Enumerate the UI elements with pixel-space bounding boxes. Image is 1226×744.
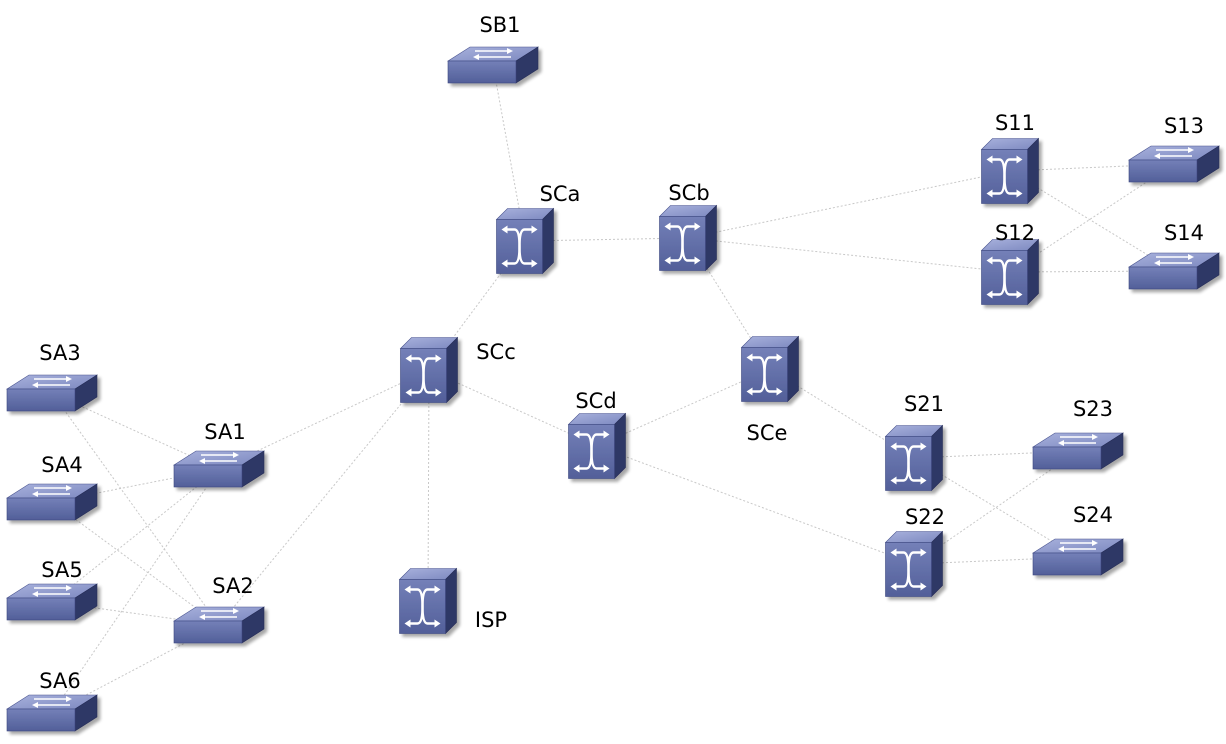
workgroup-switch-icon [1031,538,1125,576]
node-label: S12 [995,221,1035,245]
node-scd: SCd [567,389,627,480]
node-s14: S14 [1127,221,1221,290]
link-scd-s22 [596,445,915,565]
node-sa6: SA6 [5,669,99,732]
layer2-switch-icon [980,137,1040,205]
node-label: SCc [476,340,516,364]
node-label: SA2 [212,574,253,598]
node-label: S22 [905,505,945,529]
node-s24: S24 [1031,503,1125,576]
link-scb-s12 [687,237,1011,273]
node-label: S14 [1164,221,1204,245]
node-label: SA4 [41,453,82,477]
layer2-switch-icon [658,204,718,272]
node-sa2: SA2 [172,574,266,644]
workgroup-switch-icon [5,583,99,621]
workgroup-switch-icon [5,694,99,732]
workgroup-switch-icon [1031,432,1125,470]
layer2-switch-icon [884,424,944,492]
node-sce: SCe [740,335,800,445]
workgroup-switch-icon [172,450,266,488]
layer2-switch-icon [398,567,458,635]
layer2-switch-icon [884,530,944,598]
link-sce-scd [596,368,771,447]
node-sa3: SA3 [5,341,99,412]
workgroup-switch-icon [172,606,266,644]
link-sa1-sa6 [51,468,220,714]
link-scb-s11 [687,170,1011,239]
node-s12: S12 [980,221,1040,306]
node-s21: S21 [884,392,944,492]
layer2-switch-icon [980,238,1040,306]
link-sca-scc [428,240,526,371]
node-isp: ISP [398,567,507,635]
node-sa4: SA4 [5,453,99,521]
node-s22: S22 [884,505,945,598]
node-label: SCe [747,421,788,445]
node-label: SA1 [204,420,245,444]
link-sa2-sa4 [51,501,220,626]
node-label: S24 [1073,503,1113,527]
node-label: ISP [475,608,507,632]
link-sa1-sa5 [51,468,220,603]
node-label: SCb [668,181,709,205]
node-sa5: SA5 [5,558,99,621]
node-label: S23 [1073,397,1113,421]
layer2-switch-icon [567,412,627,480]
node-label: SA5 [41,558,82,582]
node-label: SB1 [479,13,520,37]
workgroup-switch-icon [1127,252,1221,290]
node-s23: S23 [1031,397,1125,470]
workgroup-switch-icon [1127,145,1221,183]
node-scc: SCc [399,336,516,404]
workgroup-switch-icon [5,374,99,412]
layer2-switch-icon [495,207,555,275]
workgroup-switch-icon [5,483,99,521]
node-sa1: SA1 [172,420,266,488]
node-sca: SCa [495,182,581,275]
node-label: SA6 [39,669,80,693]
node-label: S21 [904,392,944,416]
node-label: S11 [995,111,1035,135]
layer2-switch-icon [740,335,800,403]
layer2-switch-icon [399,336,459,404]
node-label: SA3 [39,341,80,365]
node-sb1: SB1 [446,13,540,84]
link-sca-scb [524,237,689,242]
link-scc-sa2 [218,369,430,626]
link-scc-isp [427,369,430,602]
node-scb: SCb [658,181,718,272]
node-s13: S13 [1127,114,1221,183]
node-s11: S11 [980,111,1040,205]
workgroup-switch-icon [446,46,540,84]
node-label: SCa [540,182,581,206]
node-label: S13 [1164,114,1204,138]
node-label: SCd [575,389,616,413]
